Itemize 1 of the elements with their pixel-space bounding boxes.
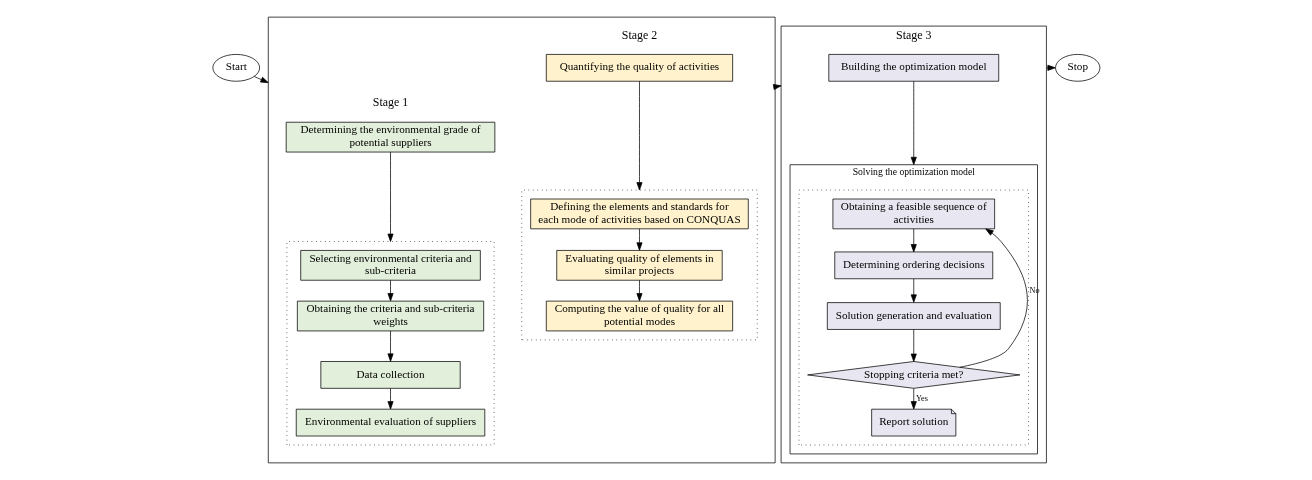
edge-label: Yes — [915, 393, 928, 403]
